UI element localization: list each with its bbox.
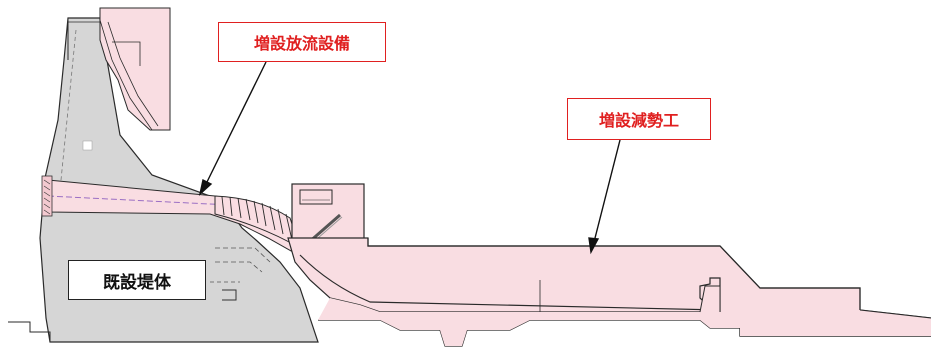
new-upper-structure: [99, 7, 171, 131]
callout-new-spillway-label: 増設放流設備: [253, 34, 350, 53]
callout-existing-dam-label: 既設堤体: [103, 272, 171, 293]
callout-new-spillway: 増設放流設備: [218, 22, 386, 62]
new-stilling-basin: [287, 237, 931, 347]
callout-leaders: [198, 61, 621, 255]
callout-new-stilling-basin: 増設減勢工: [567, 98, 711, 140]
callout-existing-dam: 既設堤体: [68, 260, 206, 300]
gate-house: [291, 183, 365, 243]
callout-new-stilling-basin-label: 増設減勢工: [598, 111, 679, 130]
